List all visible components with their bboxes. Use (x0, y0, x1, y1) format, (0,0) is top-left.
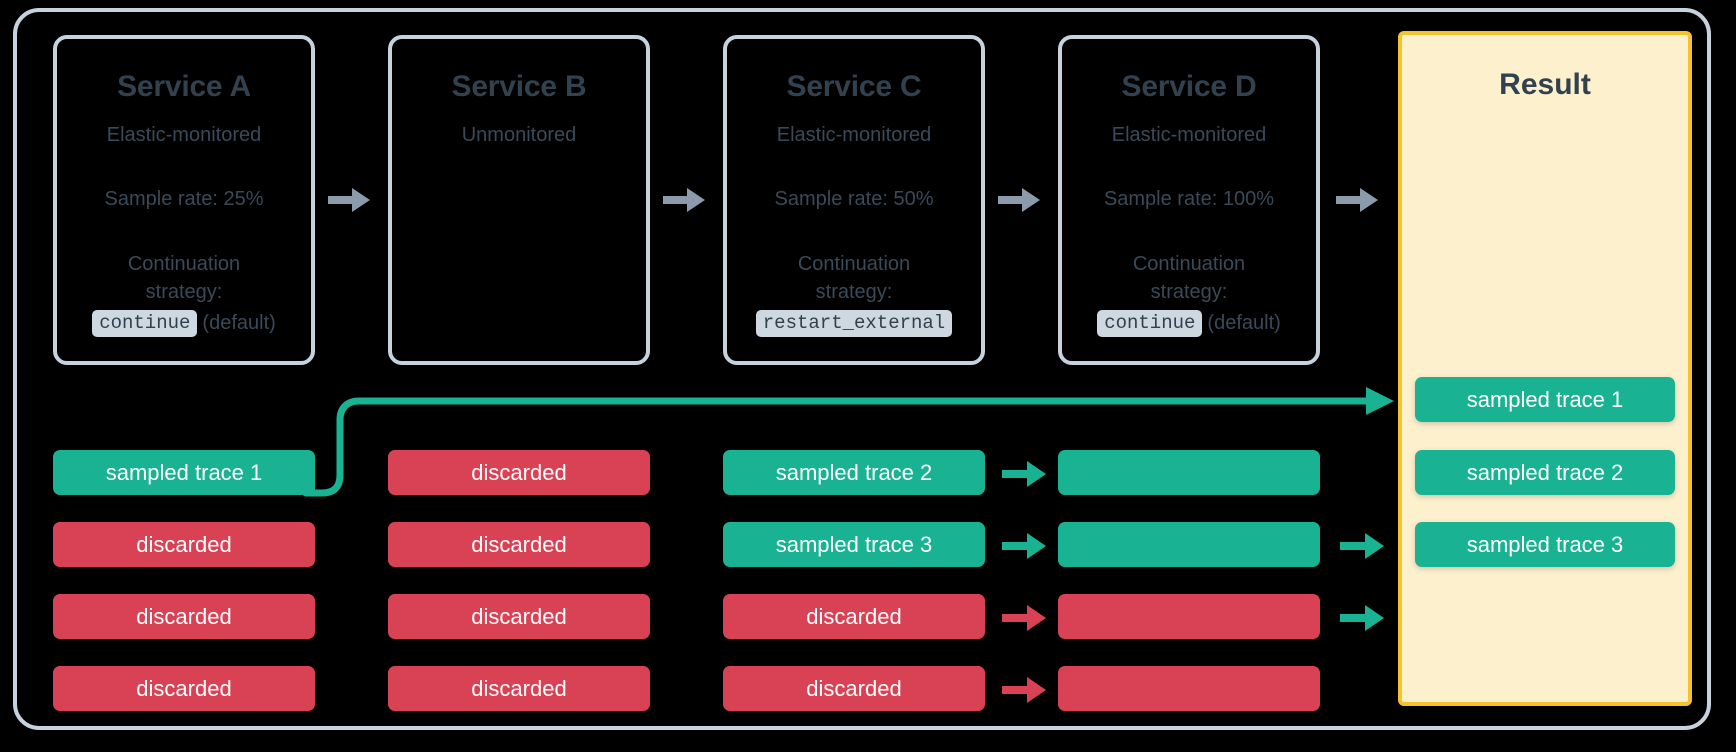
service-d-continuation-label: Continuation strategy: (1062, 250, 1316, 306)
service-c-continuation-label: Continuation strategy: (727, 250, 981, 306)
service-a-strategy-note: (default) (202, 311, 276, 334)
arrow-c-to-d-row-2 (1002, 533, 1046, 559)
result-trace-3-label: sampled trace 3 (1466, 531, 1624, 557)
arrow-c-to-d-row-3 (1002, 605, 1046, 631)
service-a-strategy-row: continue(default) (57, 310, 311, 337)
column-c-row-1[interactable]: sampled trace 2 (723, 450, 985, 495)
flow-arrow-d-to-result (1336, 188, 1378, 212)
service-card-b: Service B Unmonitored (388, 35, 650, 365)
result-trace-1-label: sampled trace 1 (1466, 386, 1624, 412)
column-a-row-1[interactable]: sampled trace 1 (53, 450, 315, 495)
column-a-row-1-label: sampled trace 1 (105, 459, 263, 485)
column-c-row-2-label: sampled trace 3 (775, 531, 933, 557)
service-a-continuation-label: Continuation strategy: (57, 250, 311, 306)
flow-arrow-c-to-d (998, 188, 1040, 212)
service-a-continuation-line1: Continuation (127, 253, 241, 275)
column-a-row-3-label: discarded (136, 603, 232, 629)
column-a-row-4-label: discarded (136, 675, 232, 701)
service-c-continuation-line1: Continuation (797, 253, 911, 275)
service-c-title: Service C (786, 70, 922, 103)
service-c-strategy-row: restart_external (727, 310, 981, 337)
service-d-strategy-note: (default) (1207, 311, 1281, 334)
column-c-row-2[interactable]: sampled trace 3 (723, 522, 985, 567)
arrow-c-to-d-row-4 (1002, 677, 1046, 703)
column-a-row-2[interactable]: discarded (53, 522, 315, 567)
column-a-row-4[interactable]: discarded (53, 666, 315, 711)
result-trace-2-label: sampled trace 2 (1466, 459, 1624, 485)
service-a-monitoring: Elastic-monitored (106, 124, 262, 146)
column-b-row-1[interactable]: discarded (388, 450, 650, 495)
service-card-d: Service D Elastic-monitored Sample rate:… (1058, 35, 1320, 365)
service-d-continuation-line2: strategy: (1150, 281, 1228, 303)
service-d-sample-rate: Sample rate: 100% (1103, 188, 1275, 210)
service-d-strategy-code: continue (1097, 310, 1203, 337)
service-a-continuation-line2: strategy: (145, 281, 223, 303)
column-b-row-3-label: discarded (471, 603, 567, 629)
column-a-row-2-label: discarded (136, 531, 232, 557)
column-b-row-2-label: discarded (471, 531, 567, 557)
column-b-row-3[interactable]: discarded (388, 594, 650, 639)
service-c-continuation-line2: strategy: (815, 281, 893, 303)
service-b-monitoring: Unmonitored (461, 124, 577, 146)
service-b-title: Service B (451, 70, 587, 103)
column-c-row-4[interactable]: discarded (723, 666, 985, 711)
arrow-d-to-result-row-2 (1340, 533, 1384, 559)
flow-arrow-a-to-b (328, 188, 370, 212)
result-trace-1[interactable]: sampled trace 1 (1415, 377, 1675, 422)
column-d-row-4[interactable] (1058, 666, 1320, 711)
column-b-row-4-label: discarded (471, 675, 567, 701)
service-d-strategy-row: continue(default) (1062, 310, 1316, 337)
column-c-row-3-label: discarded (806, 603, 902, 629)
service-card-c: Service C Elastic-monitored Sample rate:… (723, 35, 985, 365)
column-c-row-1-label: sampled trace 2 (775, 459, 933, 485)
service-c-sample-rate: Sample rate: 50% (774, 188, 934, 210)
service-d-monitoring: Elastic-monitored (1111, 124, 1267, 146)
service-a-sample-rate: Sample rate: 25% (104, 188, 264, 210)
column-d-row-2[interactable] (1058, 522, 1320, 567)
service-c-monitoring: Elastic-monitored (776, 124, 932, 146)
service-card-a: Service A Elastic-monitored Sample rate:… (53, 35, 315, 365)
arrow-d-to-result-row-3 (1340, 605, 1384, 631)
column-b-row-2[interactable]: discarded (388, 522, 650, 567)
column-c-row-3[interactable]: discarded (723, 594, 985, 639)
service-a-title: Service A (117, 70, 251, 103)
result-trace-3[interactable]: sampled trace 3 (1415, 522, 1675, 567)
service-d-continuation-line1: Continuation (1132, 253, 1246, 275)
column-d-row-1[interactable] (1058, 450, 1320, 495)
column-d-row-3[interactable] (1058, 594, 1320, 639)
column-b-row-4[interactable]: discarded (388, 666, 650, 711)
result-panel: Result (1398, 31, 1692, 706)
arrow-c-to-d-row-1 (1002, 461, 1046, 487)
service-d-title: Service D (1121, 70, 1257, 103)
service-a-strategy-code: continue (92, 310, 198, 337)
result-trace-2[interactable]: sampled trace 2 (1415, 450, 1675, 495)
service-c-strategy-code: restart_external (755, 310, 953, 337)
column-b-row-1-label: discarded (471, 459, 567, 485)
column-c-row-4-label: discarded (806, 675, 902, 701)
result-title: Result (1499, 68, 1591, 101)
column-a-row-3[interactable]: discarded (53, 594, 315, 639)
flow-arrow-b-to-c (663, 188, 705, 212)
